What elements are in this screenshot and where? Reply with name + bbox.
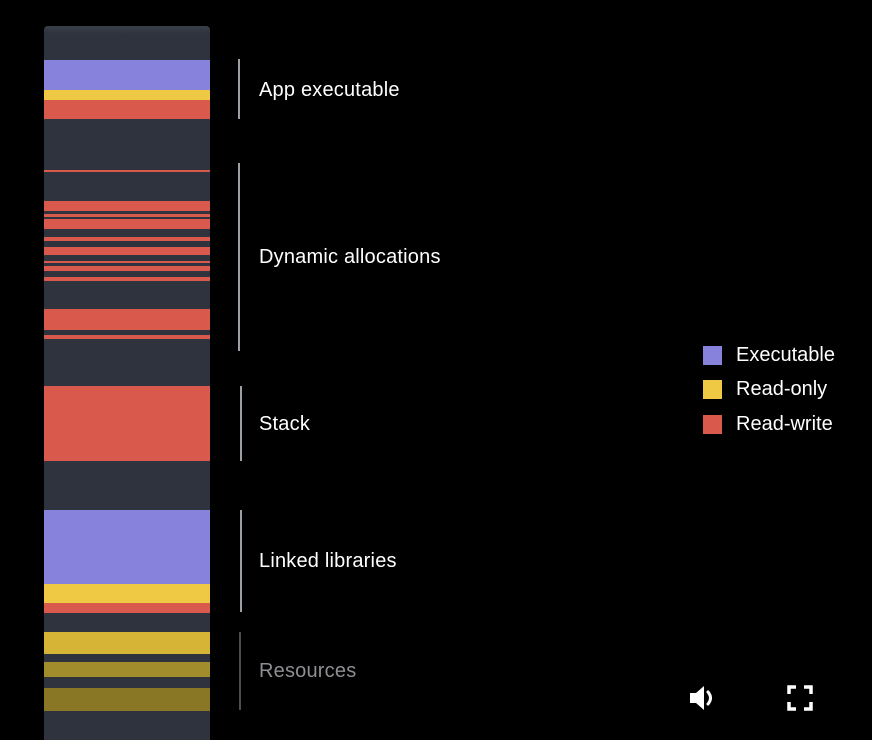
- speaker-volume-icon: [687, 683, 721, 718]
- linked-libraries-readwrite-segment: [44, 603, 210, 613]
- linked-libraries-bracket: [240, 510, 242, 612]
- app-executable-executable-segment: [44, 60, 210, 90]
- cropped-title-fragment: [376, 0, 416, 4]
- fullscreen-icon: [787, 684, 813, 716]
- legend-item-read-write: Read-write: [703, 407, 835, 442]
- resources-bracket: [239, 632, 241, 710]
- dynamic-allocation-segment: [44, 309, 210, 330]
- legend: Executable Read-only Read-write: [703, 338, 835, 442]
- read-only-swatch: [703, 380, 722, 400]
- dynamic-allocation-segment: [44, 277, 210, 281]
- linked-libraries-readonly-segment: [44, 584, 210, 603]
- stack-label: Stack: [259, 413, 311, 435]
- memory-map-column: [44, 26, 210, 740]
- executable-swatch: [703, 345, 722, 365]
- dynamic-allocation-segment: [44, 266, 210, 271]
- linked-libraries-label: Linked libraries: [259, 550, 397, 572]
- dynamic-allocation-segment: [44, 335, 210, 339]
- app-executable-bracket: [238, 59, 240, 119]
- dynamic-allocation-segment: [44, 261, 210, 263]
- legend-label: Read-only: [736, 378, 828, 401]
- legend-label: Read-write: [736, 412, 833, 435]
- app-executable-readwrite-segment: [44, 100, 210, 119]
- legend-item-read-only: Read-only: [703, 373, 835, 408]
- linked-libraries-executable-segment: [44, 510, 210, 584]
- resources-segment: [44, 662, 210, 677]
- resources-segment: [44, 632, 210, 654]
- resources-segment: [44, 688, 210, 711]
- dynamic-allocation-segment: [44, 247, 210, 255]
- dynamic-allocations-label: Dynamic allocations: [259, 246, 441, 268]
- resources-label: Resources: [259, 660, 357, 682]
- legend-label: Executable: [736, 343, 835, 366]
- app-executable-readonly-segment: [44, 90, 210, 100]
- dynamic-allocations-bracket: [238, 163, 240, 351]
- read-write-swatch: [703, 414, 722, 434]
- stack-bracket: [240, 386, 242, 461]
- fullscreen-button[interactable]: [780, 680, 820, 720]
- dynamic-allocation-segment: [44, 170, 210, 172]
- legend-item-executable: Executable: [703, 338, 835, 373]
- dynamic-allocation-segment: [44, 219, 210, 229]
- dynamic-allocation-segment: [44, 237, 210, 241]
- dynamic-allocation-segment: [44, 214, 210, 217]
- volume-button[interactable]: [684, 680, 724, 720]
- app-executable-label: App executable: [259, 79, 400, 101]
- dynamic-allocation-segment: [44, 201, 210, 211]
- stack-segment: [44, 386, 210, 461]
